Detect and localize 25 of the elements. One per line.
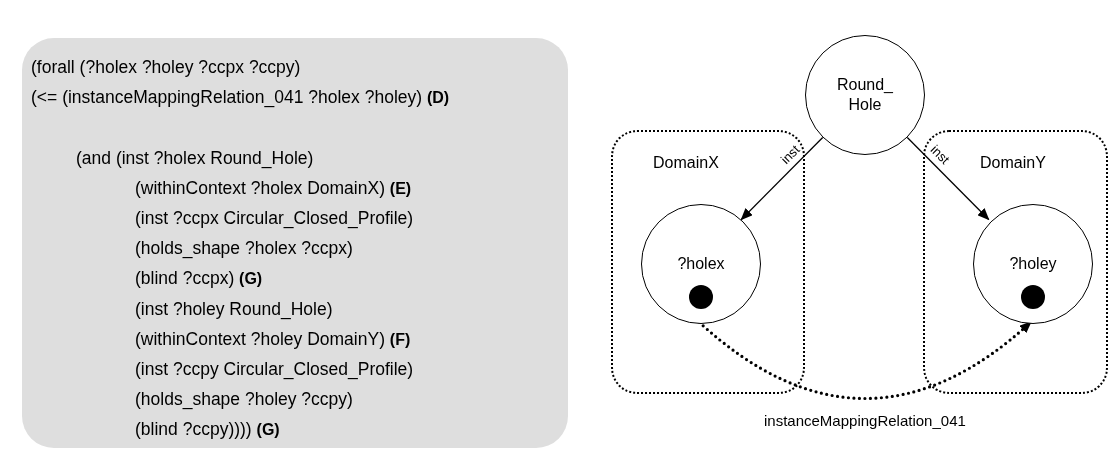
code-line: (<= (instanceMappingRelation_041 ?holex ?holey) (D) — [31, 86, 451, 110]
edge-label: inst — [778, 141, 804, 167]
code-line: (and (inst ?holex Round_Hole) — [76, 147, 314, 169]
domain-label: DomainX — [653, 154, 719, 172]
arrow — [740, 136, 824, 221]
concept-label: ?holex — [676, 254, 726, 274]
code-line: (forall (?holex ?holey ?ccpx ?ccpy) — [31, 57, 301, 78]
domain-label: DomainY — [980, 154, 1046, 172]
code-line: (holds_shape ?holey ?ccpy) — [135, 389, 353, 411]
arrow — [906, 136, 990, 221]
code-line: (blind ?ccpy)))) (G) — [135, 419, 280, 441]
concept-label: ?holey — [1008, 254, 1058, 274]
edge-label: instanceMappingRelation_041 — [764, 411, 966, 429]
code-line: (inst ?ccpy Circular_Closed_Profile) — [135, 359, 414, 380]
domain-region — [923, 130, 1108, 394]
concept-label: Round_ Hole — [835, 75, 894, 115]
edge-label: inst — [927, 141, 953, 167]
code-panel — [22, 38, 568, 448]
domain-region — [611, 130, 805, 394]
code-line: (inst ?holey Round_Hole) — [135, 298, 333, 320]
code-line: (withinContext ?holey DomainY) (F) — [135, 328, 411, 350]
code-line: (withinContext ?holex DomainX) (E) — [135, 177, 412, 199]
code-line: (inst ?ccpx Circular_Closed_Profile) — [135, 208, 414, 229]
code-line: (blind ?ccpx) (G) — [135, 268, 263, 290]
code-line: (holds_shape ?holex ?ccpx) — [135, 238, 353, 260]
